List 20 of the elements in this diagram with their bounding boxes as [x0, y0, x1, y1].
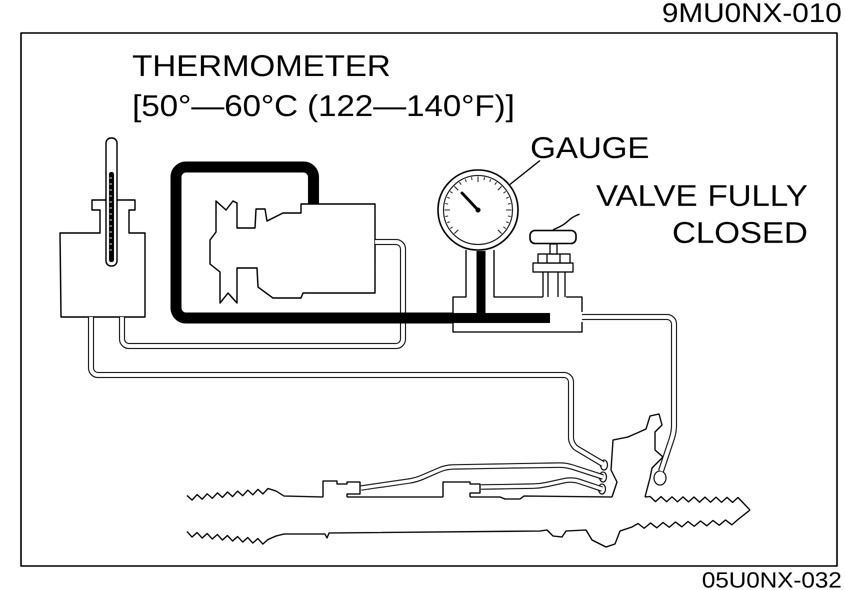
reservoir	[59, 199, 146, 318]
pressure-gauge	[437, 169, 519, 251]
hose	[480, 477, 603, 492]
figure-code: 05U0NX-032	[702, 572, 841, 588]
leader-line	[552, 214, 580, 230]
hose	[88, 317, 605, 467]
hose	[119, 239, 406, 349]
valve	[529, 230, 577, 298]
temperature-range: [50°—60°C (122—140°F)]	[134, 94, 512, 122]
part-label: THERMOMETER	[132, 55, 390, 76]
part-label: GAUGE	[532, 137, 648, 158]
leader-line	[509, 160, 540, 186]
steering-rack	[186, 480, 751, 548]
gear-housing	[598, 413, 667, 498]
pump	[209, 200, 376, 304]
gauge-manifold	[452, 250, 583, 333]
figure-code: 9MU0NX-010	[663, 3, 841, 22]
hose	[360, 462, 604, 491]
hose	[582, 314, 677, 472]
part-label: VALVE FULLY CLOSED	[596, 185, 808, 244]
